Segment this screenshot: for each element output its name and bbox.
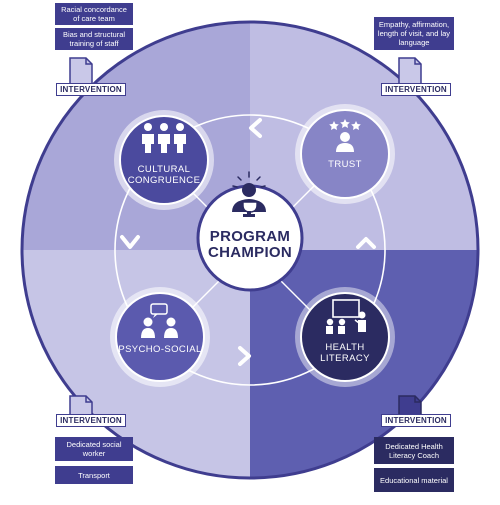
health-line-2: LITERACY <box>320 353 370 364</box>
two-people-talking-icon <box>141 303 178 338</box>
arrow-chevron-left <box>120 235 140 249</box>
cultural-line-2: CONGRUENCE <box>127 175 201 186</box>
intervention-note: Educational material <box>374 468 454 492</box>
intervention-label-top-right: INTERVENTION <box>381 83 451 96</box>
intervention-note: Dedicated Health Literacy Coach <box>374 437 454 464</box>
intervention-note: Racial concordance of care team <box>55 3 133 25</box>
node-health <box>295 287 395 387</box>
program-champion-title: PROGRAM CHAMPION <box>200 229 300 261</box>
document-icon <box>69 57 93 85</box>
intervention-label-top-left: INTERVENTION <box>56 83 126 96</box>
intervention-label-bottom-right: INTERVENTION <box>381 414 451 427</box>
intervention-note: Empathy, affirmation, length of visit, a… <box>374 17 454 50</box>
person-with-stars-icon <box>329 119 361 152</box>
document-icon <box>398 57 422 85</box>
center-line-1: PROGRAM <box>209 228 291 245</box>
arrow-chevron-top <box>249 118 262 138</box>
health-line-1: HEALTH <box>325 342 365 353</box>
health-literacy-label: HEALTH LITERACY <box>295 342 395 364</box>
outer-ring <box>20 20 480 480</box>
trophy-person-icon <box>232 171 266 217</box>
arrow-chevron-bottom <box>238 346 251 366</box>
node-psycho <box>110 287 210 387</box>
cultural-line-1: CULTURAL <box>137 164 191 175</box>
cycle-ring <box>114 114 386 386</box>
arrow-chevron-right <box>356 237 376 249</box>
intervention-note: Transport <box>55 466 133 484</box>
cultural-congruence-label: CULTURAL CONGRUENCE <box>114 164 214 186</box>
intervention-note: Dedicated social worker <box>55 437 133 461</box>
center-line-2: CHAMPION <box>207 244 293 261</box>
intervention-note: Bias and structural training of staff <box>55 28 133 50</box>
node-trust <box>295 104 395 204</box>
trust-label: TRUST <box>328 159 362 170</box>
classroom-presentation-icon <box>326 299 366 334</box>
intervention-label-bottom-left: INTERVENTION <box>56 414 126 427</box>
three-people-icon <box>142 123 186 153</box>
psycho-social-label: PSYCHO-SOCIAL <box>118 344 202 355</box>
